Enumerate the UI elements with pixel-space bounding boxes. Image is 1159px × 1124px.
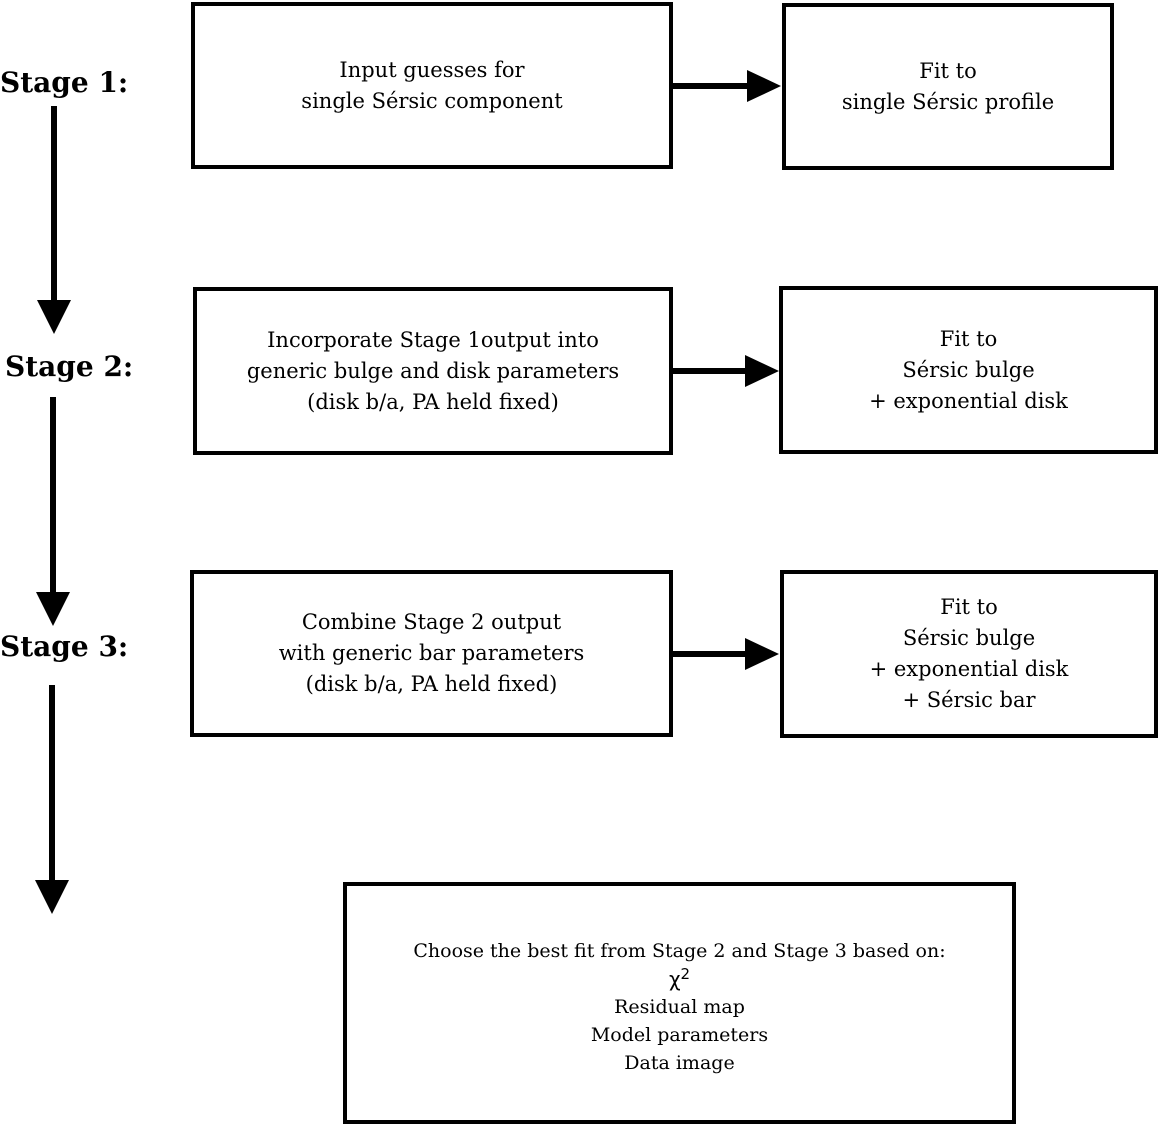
stage-3-fit-box: Fit to Sérsic bulge + exponential disk +… (780, 570, 1158, 738)
box-line: + Sérsic bar (902, 688, 1036, 712)
box-line: (disk b/a, PA held fixed) (305, 672, 558, 696)
box-line: Incorporate Stage 1output into (267, 327, 599, 352)
final-selection-box: Choose the best fit from Stage 2 and Sta… (343, 882, 1016, 1124)
box-line: + exponential disk (869, 657, 1069, 681)
stage-1-to-2-arrow (37, 106, 71, 334)
stage-3-input-box: Combine Stage 2 output with generic bar … (190, 570, 673, 737)
criterion-item: Data image (624, 1052, 735, 1074)
chi-symbol: χ (668, 967, 681, 991)
stage-1-fit-box: Fit to single Sérsic profile (782, 3, 1114, 170)
box-line: Sérsic bulge (902, 626, 1036, 650)
box-line: Sérsic bulge (902, 357, 1035, 382)
box-line: (disk b/a, PA held fixed) (307, 389, 559, 414)
stage-2-input-box: Incorporate Stage 1output into generic b… (193, 287, 673, 455)
box-line: Fit to (939, 326, 998, 351)
final-heading: Choose the best fit from Stage 2 and Sta… (413, 940, 946, 962)
stage-1-label: Stage 1: (0, 66, 129, 99)
stage-1-horizontal-arrow (673, 70, 781, 102)
stage-2-to-3-arrow (36, 397, 70, 626)
stage-3-to-final-arrow (35, 685, 69, 914)
box-line: generic bulge and disk parameters (246, 358, 620, 383)
stage-1-input-box: Input guesses for single Sérsic componen… (191, 2, 673, 169)
box-line: + exponential disk (869, 388, 1068, 413)
stage-2-fit-box: Fit to Sérsic bulge + exponential disk (779, 286, 1158, 454)
criterion-item: Model parameters (590, 1024, 769, 1046)
box-line: Fit to (919, 58, 977, 83)
box-line: Input guesses for (339, 57, 525, 82)
criterion-item: Residual map (614, 996, 745, 1018)
box-line: Fit to (940, 595, 998, 619)
stage-3-horizontal-arrow (673, 638, 779, 670)
chi-exponent: 2 (680, 965, 691, 983)
box-line: with generic bar parameters (278, 641, 585, 665)
chi-squared-criterion: χ2 (669, 965, 690, 993)
stage-2-horizontal-arrow (673, 355, 779, 387)
stage-3-label: Stage 3: (0, 630, 129, 663)
box-line: single Sérsic profile (841, 89, 1055, 114)
stage-2-label: Stage 2: (5, 350, 134, 383)
box-line: Combine Stage 2 output (301, 610, 562, 634)
box-line: single Sérsic component (301, 88, 563, 113)
